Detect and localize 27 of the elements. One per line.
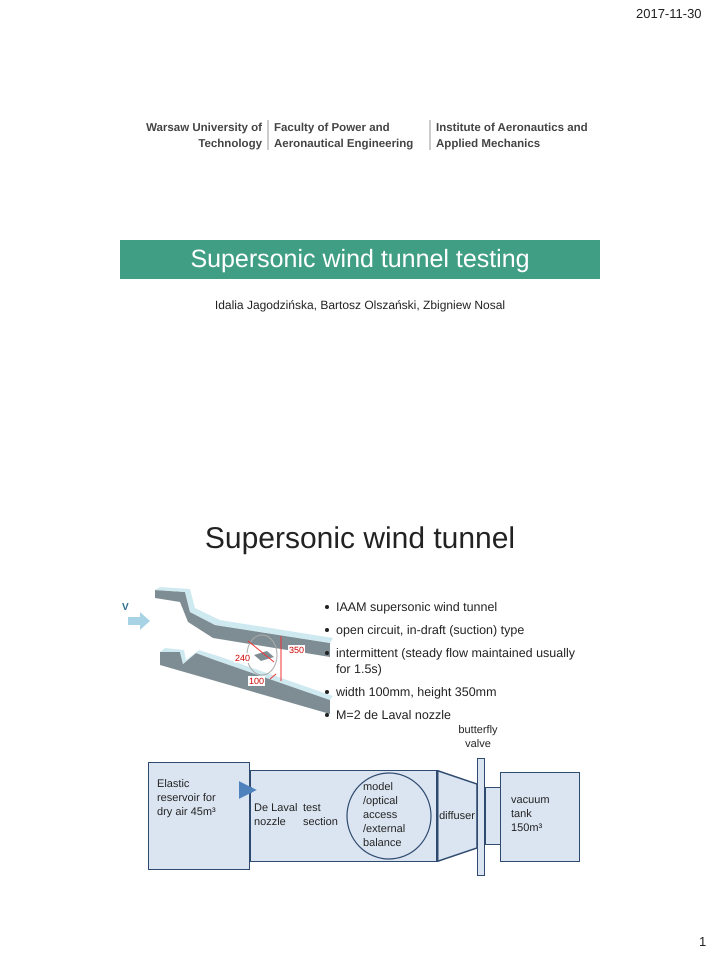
title-banner: Supersonic wind tunnel testing — [120, 240, 600, 279]
institution-name: Faculty of Power and Aeronautical Engineering — [274, 121, 414, 152]
vacuum-tank-box — [500, 772, 580, 862]
node-text: test section — [303, 801, 339, 829]
slide-title: Supersonic wind tunnel — [204, 522, 516, 556]
page-number: 1 — [699, 934, 706, 949]
institution-name: Warsaw University of Technology — [145, 121, 262, 152]
dimension-label: 100 — [248, 676, 266, 686]
node-text: Elastic reservoir for dry air 45m³ — [157, 777, 217, 819]
node-text: vacuum tank 150m³ — [511, 793, 551, 835]
dimension-label: 350 — [288, 645, 306, 655]
bullet-text: open circuit, in-draft (suction) type — [336, 622, 526, 638]
arrow — [238, 781, 257, 799]
node-text: De Laval nozzle — [254, 801, 298, 829]
dimension-label: 240 — [234, 653, 252, 663]
node-text: diffuser — [438, 809, 476, 823]
node-text: model /optical access /external balance — [363, 780, 406, 850]
reservoir-box — [148, 762, 250, 870]
institution-name: Institute of Aeronautics and Applied Mechanics — [436, 121, 589, 152]
velocity-label: V — [122, 602, 129, 613]
bullet-text: intermittent (steady flow maintained usually for 1.5s) — [336, 645, 576, 677]
bullet-text: IAAM supersonic wind tunnel — [336, 599, 498, 615]
date-text: 2017-11-30 — [636, 6, 702, 21]
author-list: Idalia Jagodzińska, Bartosz Olszański, Zbigniew Nosal — [120, 298, 600, 312]
bullet-text: M=2 de Laval nozzle — [336, 707, 452, 723]
bullet-text: width 100mm, height 350mm — [336, 684, 498, 700]
node-text: butterfly valve — [457, 723, 499, 751]
